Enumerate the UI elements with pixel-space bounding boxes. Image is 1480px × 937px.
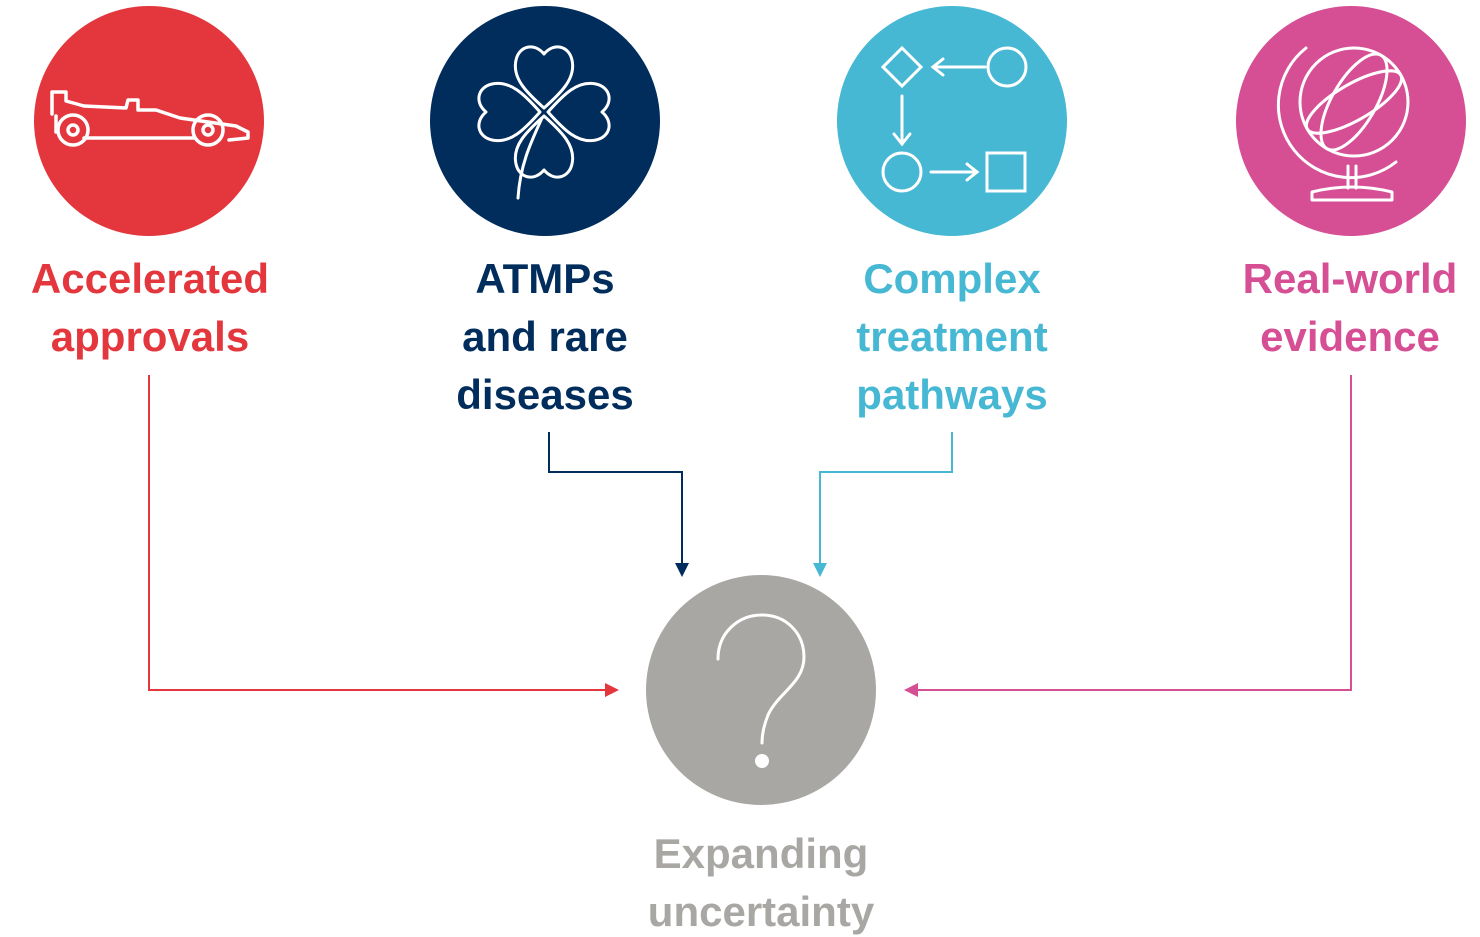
arrow-atmps [548,432,689,577]
label-line: pathways [856,371,1048,418]
label-line: Real-world [1242,255,1458,302]
label-line: uncertainty [647,888,875,935]
flow-shapes-icon [880,45,1028,193]
question-mark-icon [716,613,806,768]
label-line: ATMPs [475,255,615,302]
arrow-accelerated [148,375,619,697]
atmps-label: ATMPs and rare diseases [395,250,695,424]
label-line: Expanding [653,830,869,877]
label-line: and rare [462,313,628,360]
globe-icon [1276,46,1410,202]
accelerated-approvals-circle [34,6,264,236]
real-world-evidence-label: Real-world evidence [1200,250,1480,366]
accelerated-approvals-label: Accelerated approvals [0,250,300,366]
label-line: Complex [863,255,1041,302]
complex-pathways-circle [837,6,1067,236]
complex-pathways-label: Complex treatment pathways [802,250,1102,424]
label-line: diseases [456,371,634,418]
label-line: treatment [856,313,1048,360]
uncertainty-circle [646,575,876,805]
race-car-icon [50,90,250,147]
real-world-evidence-circle [1236,6,1466,236]
label-line: approvals [50,313,250,360]
label-line: evidence [1260,313,1440,360]
atmps-circle [430,6,660,236]
expanding-uncertainty-label: Expanding uncertainty [611,825,911,937]
arrow-real-world [904,375,1352,697]
four-leaf-clover-icon [477,45,611,200]
label-line: Accelerated [30,255,270,302]
arrow-complex [813,432,953,577]
